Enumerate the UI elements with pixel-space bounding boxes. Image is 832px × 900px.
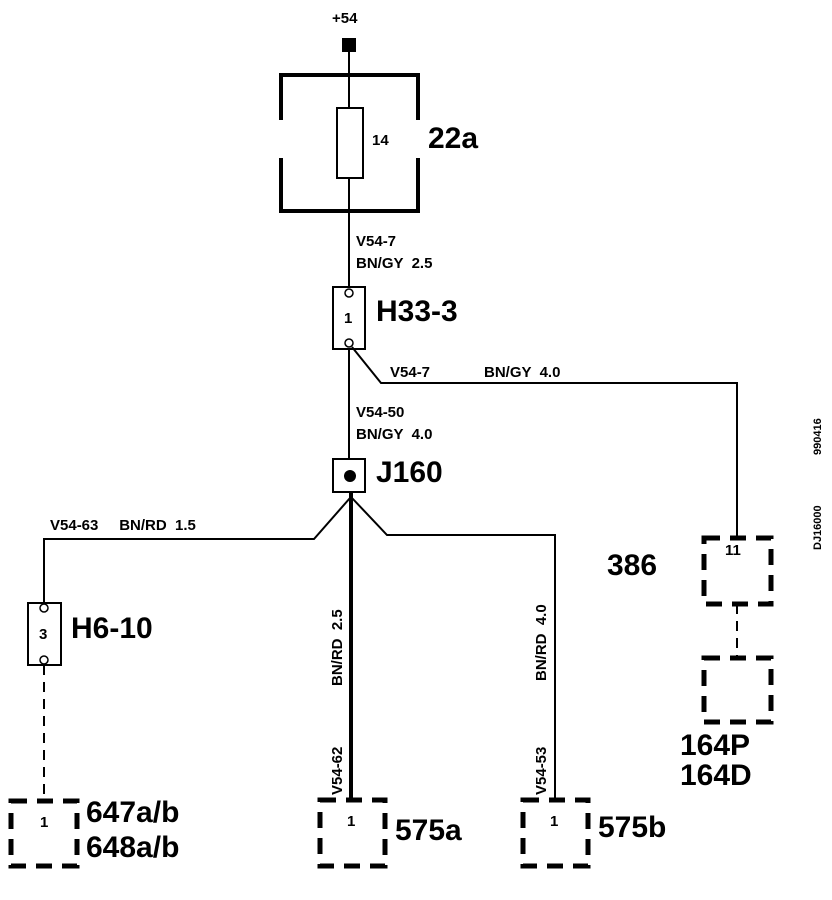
connector-575b-label: 575b	[598, 811, 666, 844]
wire-label-to-h6: V54-63 BN/RD 1.5	[50, 517, 196, 534]
drawing-id: DJ16000	[812, 505, 824, 550]
wire-label-branch-386-spec: BN/GY 4.0	[484, 364, 560, 381]
connector-648-label: 648a/b	[86, 831, 179, 864]
wire-label-fuse-out-spec: BN/GY 2.5	[356, 255, 432, 272]
fuse-box-top	[279, 73, 420, 120]
supply-terminal	[342, 38, 356, 52]
connector-647-body	[8, 798, 80, 869]
connector-h6-label: H6-10	[71, 612, 153, 645]
connector-h33-3: 1 H33-3	[332, 286, 458, 350]
wire-label-fuse-out-id: V54-7	[356, 233, 396, 250]
wire-label-to-575b-id: V54-53	[533, 747, 550, 795]
connector-h33-pin: 1	[344, 310, 352, 327]
connector-386-label: 386	[607, 549, 657, 582]
fuse-box-22a: 14 22a	[279, 73, 478, 287]
wire-label-to-575a-id: V54-62	[329, 747, 346, 795]
connector-575b: 1 575b	[520, 797, 666, 869]
connector-575a-pin: 1	[347, 813, 355, 830]
connector-164: 164P 164D	[680, 655, 774, 792]
fuse-element	[336, 107, 364, 179]
connector-647-648: 1 647a/b 648a/b	[8, 796, 179, 869]
splice-j160-dot	[344, 470, 356, 482]
connector-575a-label: 575a	[395, 814, 462, 847]
connector-h33-label: H33-3	[376, 295, 458, 328]
wire-to-h6	[43, 497, 351, 603]
connector-575b-body	[520, 797, 591, 869]
wire-label-to-j160-spec: BN/GY 4.0	[356, 426, 432, 443]
connector-h33-pin-bottom	[344, 338, 354, 348]
fuse-label: 22a	[428, 122, 478, 155]
supply-label: +54	[332, 10, 358, 27]
connector-575b-pin: 1	[550, 813, 558, 830]
wire-branch-386	[351, 346, 738, 540]
connector-575a: 1 575a	[317, 797, 462, 869]
connector-164p-label: 164P	[680, 729, 750, 762]
connector-h6-10: 3 H6-10	[27, 602, 153, 666]
drawing-date: 990416	[812, 418, 824, 455]
connector-h33-pin-top	[344, 288, 354, 298]
splice-j160: J160	[332, 456, 443, 493]
wire-to-575b	[351, 497, 556, 800]
connector-386: 11 386	[607, 535, 774, 607]
connector-164d-label: 164D	[680, 759, 752, 792]
wire-label-to-575a-spec: BN/RD 2.5	[329, 609, 346, 686]
connector-647-pin: 1	[40, 814, 48, 831]
connector-164-body	[701, 655, 774, 725]
connector-h6-pin: 3	[39, 626, 47, 643]
splice-j160-label: J160	[376, 456, 443, 489]
fuse-number: 14	[372, 132, 389, 149]
connector-647-label: 647a/b	[86, 796, 179, 829]
connector-h6-pin-top	[39, 603, 49, 613]
wire-label-to-575b-spec: BN/RD 4.0	[533, 604, 550, 681]
wire-label-to-j160-id: V54-50	[356, 404, 404, 421]
connector-h6-pin-bottom	[39, 655, 49, 665]
wire-label-branch-386-id: V54-7	[390, 364, 430, 381]
connector-575a-body	[317, 797, 388, 869]
connector-386-pin: 11	[725, 542, 741, 559]
